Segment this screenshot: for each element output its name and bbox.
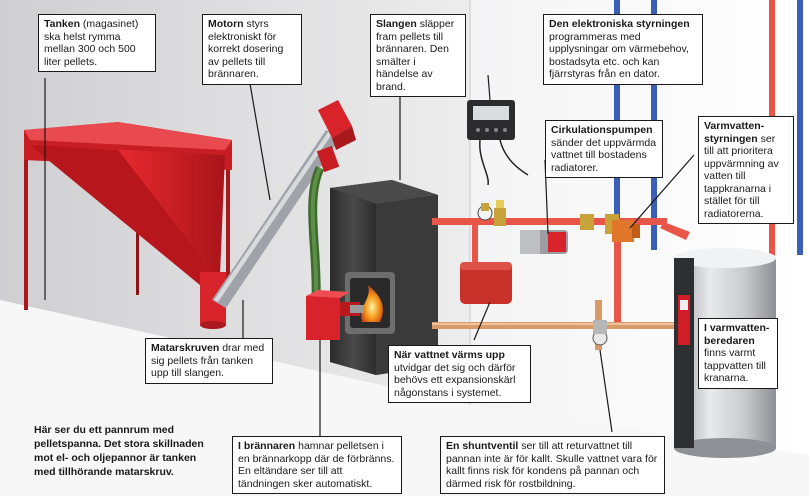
circulation-pump	[520, 230, 568, 254]
callout-hose-title: Slangen	[376, 18, 417, 30]
callout-controller-title: Den elektroniska styrningen	[549, 18, 690, 30]
callout-controller: Den elektroniska styrningen programmeras…	[543, 14, 703, 85]
pellet-tank	[24, 122, 232, 329]
callout-expansion: När vattnet värms upp utvidgar det sig o…	[388, 345, 531, 403]
callout-expansion-title: När vattnet värms upp	[394, 349, 505, 361]
valves	[477, 200, 619, 346]
callout-motor-body: styrs elektroniskt för korrekt dosering …	[208, 18, 284, 80]
callout-water-heater: I varmvatten-beredaren finns varmt tappv…	[698, 318, 778, 389]
callout-controller-body: programmeras med upplysningar om värmebe…	[549, 30, 689, 81]
controller-display	[467, 100, 529, 186]
shunt-valve-motor	[612, 220, 640, 242]
callout-burner-body: hamnar pelletsen i en brännarkopp där de…	[238, 440, 395, 490]
callout-circulation-pump-body: sänder det uppvärmda vattnet till bostad…	[551, 136, 657, 174]
callout-shunt-valve-body: ser till att returvattnet till pannan in…	[446, 440, 658, 490]
callout-shunt-valve: En shuntventil ser till att returvattnet…	[440, 436, 665, 494]
callout-circulation-pump: Cirkulationspumpen sänder det uppvärmda …	[545, 120, 663, 178]
callout-circulation-pump-title: Cirkulationspumpen	[551, 124, 653, 136]
callout-hose: Slangen släpper fram pellets till bränna…	[370, 14, 466, 97]
supply-pipe	[432, 218, 690, 322]
callout-expansion-body: utvidgar det sig och därför behövs ett e…	[394, 361, 516, 399]
callout-hot-water-control-body: ser till att prioritera uppvärmning av v…	[704, 132, 779, 220]
callout-burner-title: I brännaren	[238, 440, 296, 452]
callout-feeder-screw: Matarskruven drar med sig pellets från t…	[145, 338, 273, 384]
callout-motor-title: Motorn	[208, 18, 244, 30]
boiler	[330, 180, 438, 375]
callout-hose-body: släpper fram pellets till brännaren. Den…	[376, 18, 455, 93]
pellet-hose	[308, 166, 325, 301]
feeder-motor	[316, 100, 356, 173]
callout-hot-water-control: Varmvatten­styrningen ser till att prior…	[698, 116, 794, 224]
intro-text: Här ser du ett pannrum med pelletspanna.…	[34, 424, 204, 478]
feeder-screw	[212, 130, 340, 308]
callout-water-heater-body: finns varmt tappvatten till kranarna.	[704, 347, 766, 384]
callout-tank-body: (magasinet) ska helst rymma mellan 300 o…	[44, 18, 139, 68]
callout-water-heater-title: I varmvatten-beredaren	[704, 322, 770, 347]
callout-shunt-valve-title: En shuntventil	[446, 440, 519, 452]
callout-hot-water-control-title: Varmvatten­styrningen	[704, 120, 765, 145]
callout-tank-title: Tanken	[44, 18, 80, 30]
callout-feeder-screw-body: drar med sig pellets från tanken upp til…	[151, 342, 265, 379]
callout-burner: I brännaren hamnar pelletsen i en bränna…	[232, 436, 402, 494]
callout-tank: Tanken (magasinet) ska helst rymma mella…	[38, 14, 156, 72]
callout-feeder-screw-title: Matarskruven	[151, 342, 220, 354]
callout-motor: Motorn styrs elektroniskt för korrekt do…	[202, 14, 302, 85]
burner-unit	[306, 290, 364, 340]
expansion-vessel	[460, 262, 512, 304]
